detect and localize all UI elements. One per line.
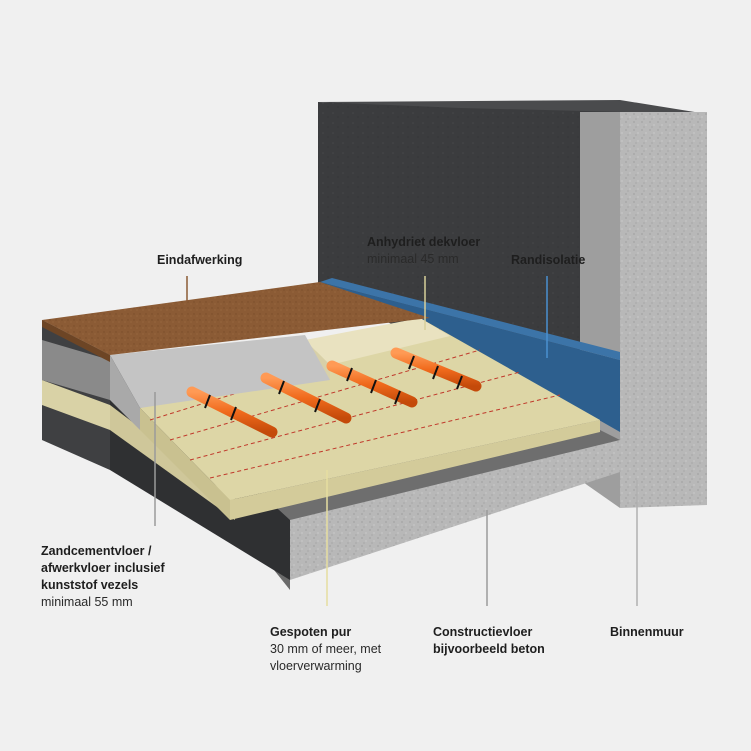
finish-layer [42, 282, 430, 362]
label-title-line: Zandcementvloer / [41, 544, 152, 558]
label-title: Anhydriet dekvloer [367, 235, 481, 249]
sand-cement-screed [110, 335, 330, 430]
label-binnenmuur: Binnenmuur [610, 624, 684, 641]
label-randisolatie: Randisolatie [511, 252, 585, 269]
label-subtitle: vloerverwarming [270, 659, 362, 673]
heating-pipe [390, 347, 482, 392]
heating-pipe [186, 386, 278, 438]
heating-pipe [260, 372, 352, 424]
label-title: Eindafwerking [157, 253, 243, 267]
leader-lines [154, 276, 638, 606]
heating-pipe [326, 360, 418, 408]
label-title: bijvoorbeeld beton [433, 642, 545, 656]
label-subtitle: minimaal 55 mm [41, 595, 133, 609]
label-gespoten-pur: Gespoten pur 30 mm of meer, met vloerver… [270, 624, 381, 675]
label-title: Binnenmuur [610, 625, 684, 639]
heating-pipes [186, 347, 482, 438]
label-title-line: kunststof vezels [41, 578, 139, 592]
label-title: Randisolatie [511, 253, 586, 267]
edge-insulation [320, 278, 620, 432]
pur-insulation [140, 318, 600, 520]
label-title: Gespoten pur [270, 625, 352, 639]
label-title: Constructievloer [433, 625, 533, 639]
label-constructievloer: Constructievloer bijvoorbeeld beton [433, 624, 545, 658]
label-subtitle: minimaal 45 mm [367, 252, 459, 266]
label-anhydriet-dekvloer: Anhydriet dekvloer minimaal 45 mm [367, 234, 480, 268]
label-subtitle: 30 mm of meer, met [270, 642, 382, 656]
label-eindafwerking: Eindafwerking [157, 252, 242, 269]
label-zandcementvloer: Zandcementvloer / afwerkvloer inclusief … [41, 543, 165, 611]
label-title-line: afwerkvloer inclusief [41, 561, 165, 575]
